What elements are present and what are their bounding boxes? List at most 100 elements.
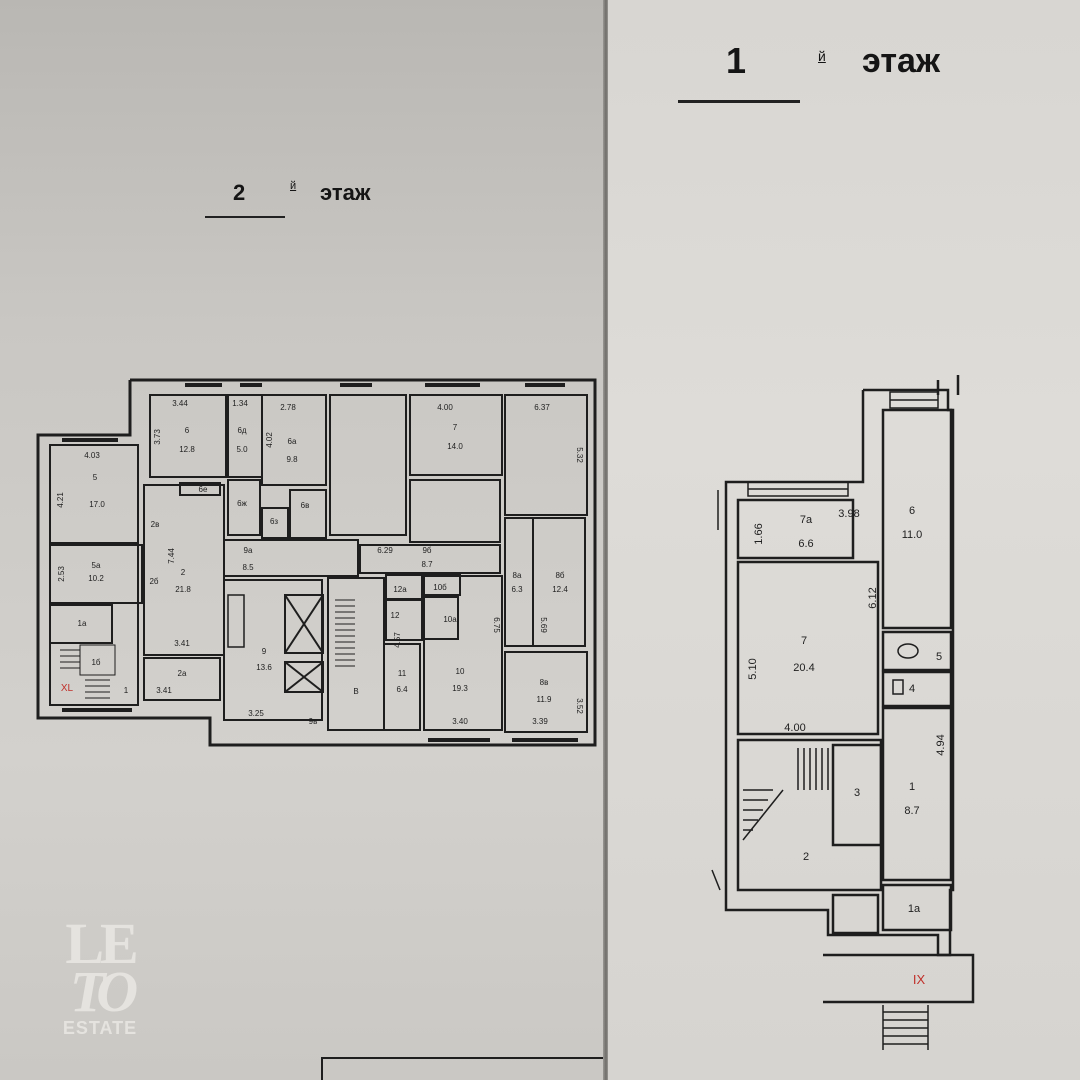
f1-room-1: 1: [909, 781, 915, 793]
f2-room-10a: 10а: [443, 615, 457, 624]
f2-area-6a: 9.8: [286, 455, 298, 464]
f2-room-6a: 6а: [288, 437, 297, 446]
f1-dim-1.66: 1.66: [753, 523, 765, 544]
floor1-superscript: й: [818, 48, 826, 64]
f2-room-7: 7: [453, 423, 458, 432]
f1-room-2: 2: [803, 851, 809, 863]
f2-room-XL: XL: [61, 683, 74, 694]
f2-room-10: 10: [456, 667, 465, 676]
f2-room-1b: 1б: [91, 658, 100, 667]
f2-area-8b: 12.4: [552, 585, 568, 594]
f1-dim-4.94: 4.94: [935, 734, 947, 755]
logo-line2: TO: [69, 959, 138, 1024]
f2-dim-7.44: 7.44: [167, 548, 176, 564]
f1-area-7a: 6.6: [798, 538, 813, 550]
f2-dim-4.02: 4.02: [265, 432, 274, 448]
f2-room-2: 2: [181, 568, 186, 577]
f2-room-9a: 9а: [244, 546, 253, 555]
f2-dim-4.03: 4.03: [84, 451, 100, 460]
f2-area-9: 13.6: [256, 663, 272, 672]
f2-room-1: 1: [124, 686, 129, 695]
f2-dim-2.78: 2.78: [280, 403, 296, 412]
f2-dim-3.41b: 3.41: [156, 686, 172, 695]
f2-room-6zh: 6ж: [237, 499, 247, 508]
f1-area-6: 11.0: [902, 529, 923, 541]
f2-dim-2.53: 2.53: [57, 566, 66, 582]
f1-dim-3.98: 3.98: [838, 508, 859, 520]
page-fold: [603, 0, 609, 1080]
f2-dim-3.41a: 3.41: [174, 639, 190, 648]
f2-area-2: 21.8: [175, 585, 191, 594]
f2-dim-4.00: 4.00: [437, 403, 453, 412]
f2-room-11: 11: [398, 669, 407, 678]
leto-estate-logo: LE TO ESTATE: [50, 911, 150, 1039]
f2-room-2v: 2в: [151, 520, 160, 529]
f2-room-8v: 8в: [540, 678, 549, 687]
f2-dim-1.34: 1.34: [232, 399, 248, 408]
f2-dim-3.39: 3.39: [532, 717, 548, 726]
f2-dim-6.75: 6.75: [492, 617, 501, 633]
floor1-number: 1: [726, 40, 747, 81]
f2-area-6d: 5.0: [236, 445, 248, 454]
floor1-title-word: этаж: [862, 42, 940, 80]
f2-room-2b: 2б: [149, 577, 158, 586]
f1-dim-6.12: 6.12: [867, 587, 879, 608]
f1-dim-5.10: 5.10: [747, 658, 759, 679]
f2-dim-4.21: 4.21: [56, 492, 65, 508]
f2-room-5a: 5а: [92, 561, 101, 570]
f2-area-9a: 8.5: [242, 563, 254, 572]
f2-room-9v: 9в: [309, 717, 318, 726]
f2-dim-5.32: 5.32: [575, 447, 584, 463]
f2-room-12a: 12а: [393, 585, 407, 594]
f2-area-8v: 11.9: [537, 695, 553, 704]
f2-area-7: 14.0: [447, 442, 463, 451]
f1-area-1: 8.7: [904, 805, 919, 817]
f2-dim-3.73: 3.73: [153, 429, 162, 445]
f2-dim-6.29: 6.29: [377, 546, 393, 555]
f2-area-5: 17.0: [89, 500, 105, 509]
f1-room-7: 7: [801, 635, 807, 647]
floor1-plan: 1.66 7а 6.6 3.98 6 11.0 6.12 5.10 7 20.4…: [711, 375, 975, 1050]
f2-area-11: 6.4: [396, 685, 408, 694]
floor2-title-underline: [205, 216, 285, 218]
left-sheet-floor2: 2 й этаж: [0, 0, 606, 1080]
f2-room-6: 6: [185, 426, 190, 435]
f1-room-1a: 1а: [908, 903, 921, 915]
floor1-title-underline: [678, 100, 800, 103]
f2-area-9b: 8.7: [421, 560, 433, 569]
f2-room-9: 9: [262, 647, 267, 656]
f2-dim-4.57: 4.57: [393, 632, 402, 648]
f1-room-IX: IX: [913, 972, 926, 987]
f2-dim-6.37: 6.37: [534, 403, 550, 412]
f1-room-5: 5: [936, 651, 942, 663]
right-sheet-floor1: 1 й этаж: [608, 0, 1080, 1080]
f2-room-10b: 10б: [433, 583, 447, 592]
f1-room-4: 4: [909, 683, 915, 695]
f2-dim-3.52: 3.52: [575, 698, 584, 714]
f2-room-8b: 8б: [555, 571, 564, 580]
logo-line3: ESTATE: [62, 1018, 138, 1038]
f2-dim-3.44: 3.44: [172, 399, 188, 408]
f2-room-8a: 8а: [513, 571, 522, 580]
floor2-number: 2: [233, 180, 246, 205]
f2-room-6z: 6з: [270, 517, 278, 526]
f2-area-10: 19.3: [452, 684, 468, 693]
floor2-title-word: этаж: [320, 180, 371, 205]
f2-dim-3.40: 3.40: [452, 717, 468, 726]
f2-room-6e: 6е: [199, 485, 208, 494]
f2-room-12: 12: [391, 611, 400, 620]
f1-dim-4.00: 4.00: [784, 722, 805, 734]
f1-area-7: 20.4: [793, 662, 814, 674]
f2-room-6d: 6д: [237, 426, 246, 435]
f1-room-7a: 7а: [800, 514, 813, 526]
f2-room-2a: 2а: [178, 669, 187, 678]
f2-dim-3.25: 3.25: [248, 709, 264, 718]
f1-room-3: 3: [854, 787, 860, 799]
f2-area-6: 12.8: [179, 445, 195, 454]
f2-dim-5.69: 5.69: [539, 617, 548, 633]
f2-room-9b: 9б: [422, 546, 431, 555]
logo-line1: LE: [65, 911, 138, 976]
f2-room-5: 5: [93, 473, 98, 482]
f2-room-V: В: [353, 687, 358, 696]
f2-area-5a: 10.2: [88, 574, 104, 583]
